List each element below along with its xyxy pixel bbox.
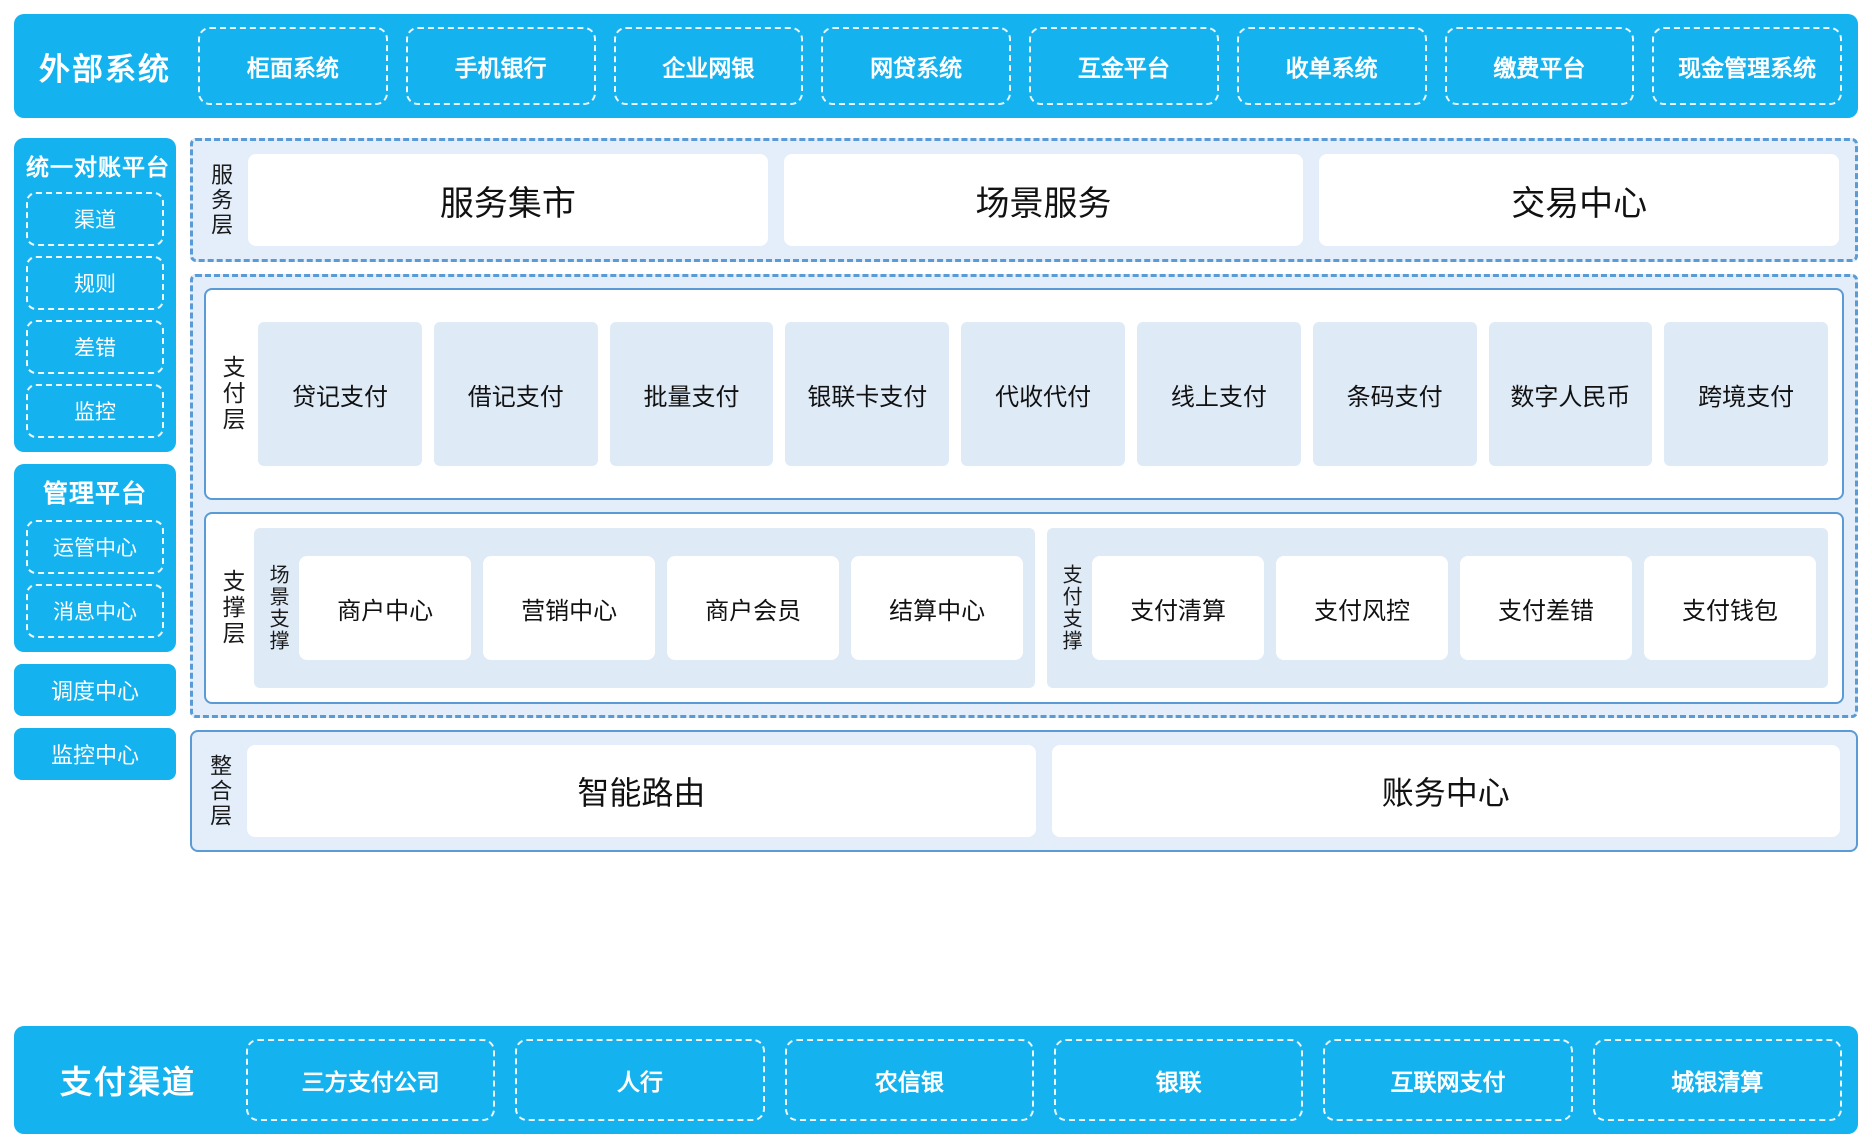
payment-channels-bar: 支付渠道 三方支付公司 人行 农信银 银联 互联网支付 城银清算 — [14, 1026, 1858, 1134]
pay-support-item-clearing[interactable]: 支付清算 — [1092, 556, 1265, 660]
reconcile-item-rule[interactable]: 规则 — [26, 256, 164, 310]
payment-item-credit[interactable]: 贷记支付 — [258, 322, 422, 466]
external-system-item[interactable]: 柜面系统 — [198, 27, 388, 105]
integration-item-smart-routing[interactable]: 智能路由 — [247, 745, 1036, 837]
external-system-item[interactable]: 收单系统 — [1236, 27, 1427, 105]
pay-support-item-error[interactable]: 支付差错 — [1460, 556, 1633, 660]
manage-item-operations-center[interactable]: 运管中心 — [26, 520, 164, 574]
integration-layer-panel: 整合层 智能路由 账务中心 — [190, 730, 1858, 852]
channel-item-pboc[interactable]: 人行 — [515, 1039, 765, 1121]
service-item-scene[interactable]: 场景服务 — [783, 154, 1304, 246]
middle-region: 统一对账平台 渠道 规则 差错 监控 管理平台 运管中心 消息中心 调度中心 监… — [14, 138, 1858, 1014]
payment-support-label: 支付支撑 — [1059, 564, 1082, 652]
external-systems-bar: 外部系统 柜面系统 手机银行 企业网银 网贷系统 互金平台 收单系统 缴费平台 … — [14, 14, 1858, 118]
core-layers-group: 支付层 贷记支付 借记支付 批量支付 银联卡支付 代收代付 线上支付 条码支付 … — [190, 274, 1858, 718]
scene-item-settlement-center[interactable]: 结算中心 — [851, 556, 1024, 660]
service-layer-group: 服务层 服务集市 场景服务 交易中心 — [190, 138, 1858, 262]
manage-item-message-center[interactable]: 消息中心 — [26, 584, 164, 638]
payment-items-row: 贷记支付 借记支付 批量支付 银联卡支付 代收代付 线上支付 条码支付 数字人民… — [258, 322, 1829, 466]
scene-support-label: 场景支撑 — [266, 564, 289, 652]
channel-item-third-party[interactable]: 三方支付公司 — [246, 1039, 496, 1121]
reconcile-platform-title: 统一对账平台 — [26, 154, 170, 180]
scene-support-group: 场景支撑 商户中心 营销中心 商户会员 结算中心 — [254, 528, 1036, 688]
service-item-market[interactable]: 服务集市 — [248, 154, 768, 246]
payment-layer-label: 支付层 — [219, 355, 246, 433]
pay-support-item-wallet[interactable]: 支付钱包 — [1644, 556, 1817, 660]
pay-support-item-risk-control[interactable]: 支付风控 — [1276, 556, 1449, 660]
support-layer-panel: 支撑层 场景支撑 商户中心 营销中心 商户会员 结算中心 支付支撑 支付清算 — [204, 512, 1844, 704]
scene-item-merchant-member[interactable]: 商户会员 — [667, 556, 840, 660]
service-item-transaction-center[interactable]: 交易中心 — [1319, 154, 1840, 246]
payment-item-batch[interactable]: 批量支付 — [609, 322, 774, 466]
channel-item-internet-payment[interactable]: 互联网支付 — [1323, 1039, 1573, 1121]
scene-item-marketing-center[interactable]: 营销中心 — [483, 556, 656, 660]
reconcile-item-error[interactable]: 差错 — [26, 320, 164, 374]
payment-layer-panel: 支付层 贷记支付 借记支付 批量支付 银联卡支付 代收代付 线上支付 条码支付 … — [204, 288, 1844, 500]
integration-layer-label: 整合层 — [207, 753, 233, 829]
payment-item-digital-rmb[interactable]: 数字人民币 — [1488, 322, 1653, 466]
management-platform-title: 管理平台 — [42, 480, 147, 508]
reconcile-item-channel[interactable]: 渠道 — [26, 192, 164, 246]
support-layer-label: 支撑层 — [219, 569, 246, 647]
reconcile-item-monitor[interactable]: 监控 — [26, 384, 164, 438]
service-layer-label: 服务层 — [208, 162, 234, 238]
layers-column: 服务层 服务集市 场景服务 交易中心 支付层 贷记支付 借记支付 批量支付 银联… — [190, 138, 1858, 852]
external-systems-title: 外部系统 — [39, 51, 171, 87]
payment-item-online[interactable]: 线上支付 — [1136, 322, 1301, 466]
external-system-item[interactable]: 手机银行 — [405, 27, 596, 105]
payment-item-barcode[interactable]: 条码支付 — [1312, 322, 1477, 466]
channel-item-unionpay[interactable]: 银联 — [1053, 1039, 1304, 1121]
scene-item-merchant-center[interactable]: 商户中心 — [299, 556, 472, 660]
dispatch-center-card[interactable]: 调度中心 — [14, 664, 176, 716]
monitor-center-card[interactable]: 监控中心 — [14, 728, 176, 780]
management-platform-card: 管理平台 运管中心 消息中心 — [14, 464, 176, 652]
support-groups-row: 场景支撑 商户中心 营销中心 商户会员 结算中心 支付支撑 支付清算 支付风控 … — [254, 528, 1829, 688]
payment-support-group: 支付支撑 支付清算 支付风控 支付差错 支付钱包 — [1047, 528, 1829, 688]
integration-item-accounting-center[interactable]: 账务中心 — [1051, 745, 1840, 837]
channel-item-cityclearing[interactable]: 城银清算 — [1592, 1039, 1842, 1121]
payment-channels-title: 支付渠道 — [59, 1064, 196, 1100]
external-system-item[interactable]: 互金平台 — [1029, 27, 1219, 105]
reconcile-platform-card: 统一对账平台 渠道 规则 差错 监控 — [14, 138, 176, 452]
left-rail: 统一对账平台 渠道 规则 差错 监控 管理平台 运管中心 消息中心 调度中心 监… — [14, 138, 176, 780]
payment-item-cross-border[interactable]: 跨境支付 — [1664, 322, 1829, 466]
external-system-item[interactable]: 现金管理系统 — [1652, 27, 1842, 105]
payment-item-collection-payment[interactable]: 代收代付 — [961, 322, 1125, 466]
payment-item-debit[interactable]: 借记支付 — [433, 322, 598, 466]
external-system-item[interactable]: 缴费平台 — [1444, 27, 1635, 105]
payment-item-unionpay-card[interactable]: 银联卡支付 — [785, 322, 950, 466]
external-system-item[interactable]: 企业网银 — [613, 27, 804, 105]
external-system-item[interactable]: 网贷系统 — [821, 27, 1011, 105]
channel-item-rcb[interactable]: 农信银 — [784, 1039, 1034, 1121]
